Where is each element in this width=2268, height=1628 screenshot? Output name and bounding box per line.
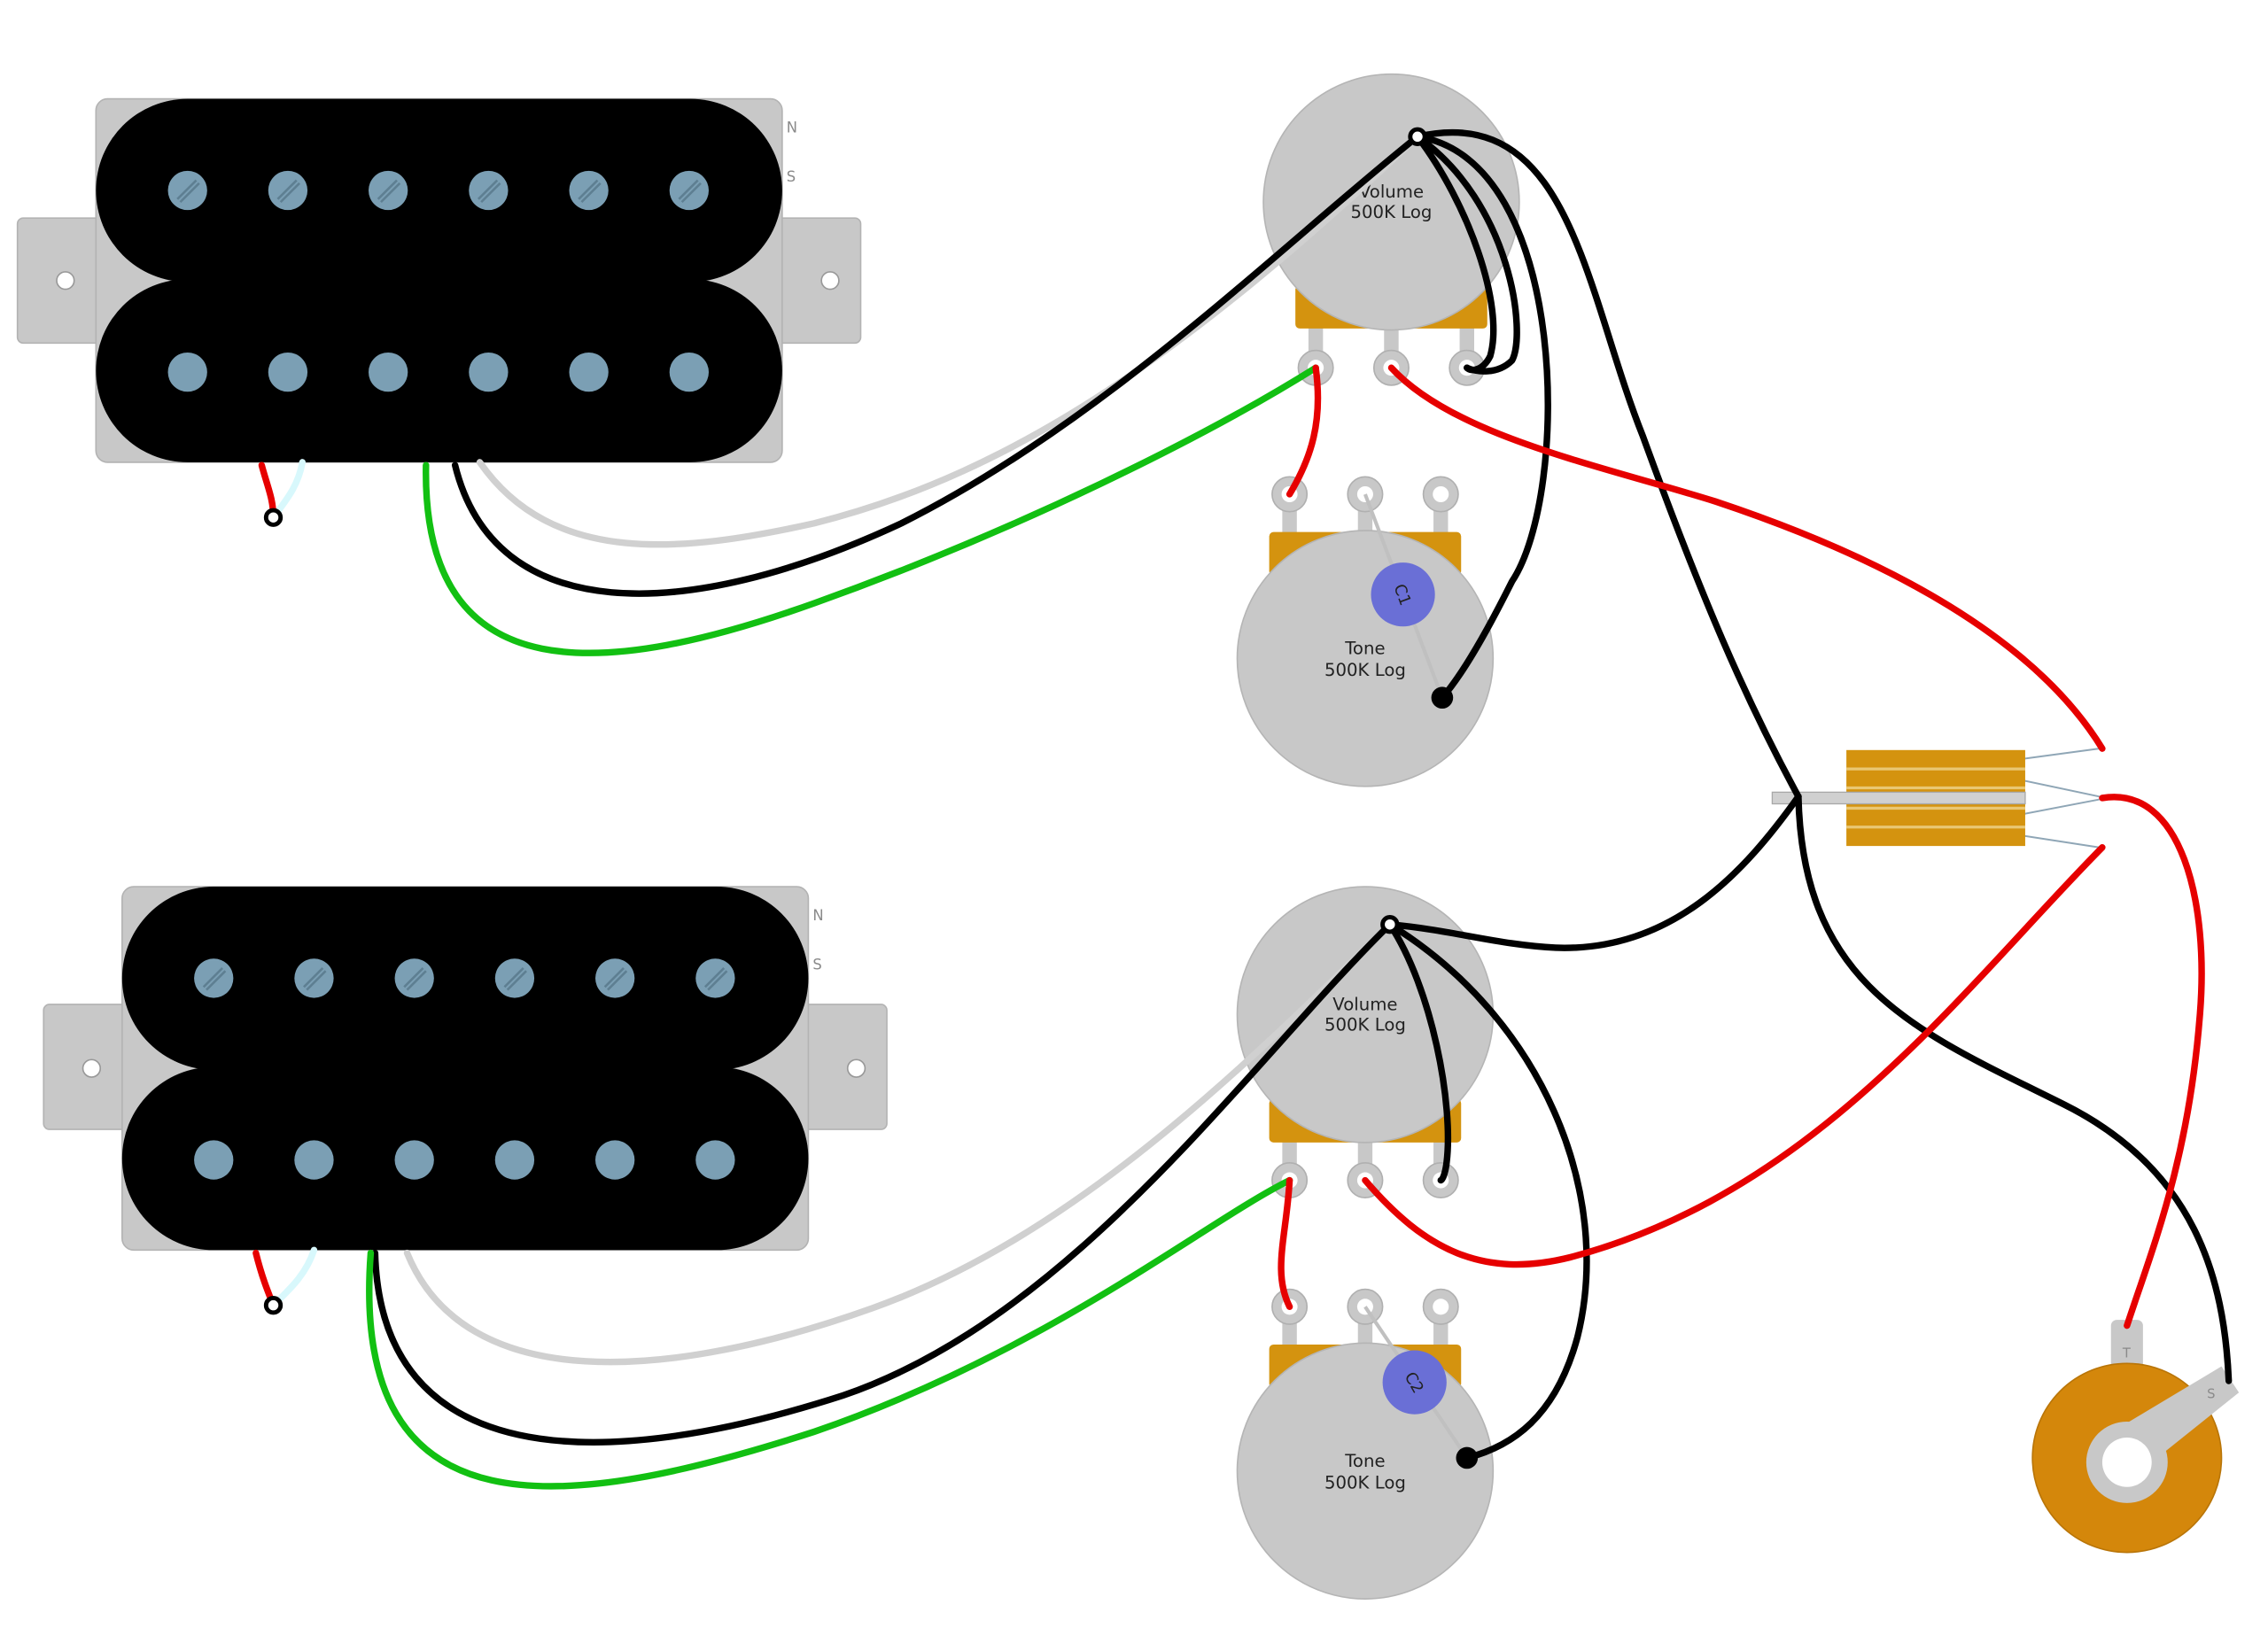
wire-black-neck-pickup	[451, 133, 1421, 597]
pot-value: 500K Log	[1324, 660, 1406, 680]
wire-black-vol1-to-tone1	[1414, 133, 1551, 702]
capacitor-c2: C2	[1363, 1306, 1469, 1460]
pickup-coil-north	[96, 98, 782, 283]
toggle-switch	[1771, 748, 2100, 849]
wire-white-bridge-pickup	[403, 921, 1394, 1366]
wire-junction	[263, 508, 284, 527]
wire-black-ground-loop	[1386, 921, 1452, 1184]
jack-tip-label: T	[2122, 1346, 2132, 1361]
pickup-north-label: N	[787, 119, 797, 136]
pickup-mount-tab-right	[798, 1004, 888, 1130]
capacitor-c1: C1	[1363, 493, 1444, 699]
pot-value: 500K Log	[1324, 1015, 1406, 1035]
wire-red-vol2-to-switch	[1362, 844, 2106, 1268]
jack-sleeve-label: S	[2207, 1387, 2215, 1402]
pickup-neck: N S	[16, 97, 862, 463]
wire-red-vol1-to-tone1	[1285, 364, 1322, 498]
output-jack: T S	[2031, 1320, 2240, 1554]
pickup-mount-tab-right	[773, 217, 862, 345]
pickup-south-label: S	[812, 957, 821, 973]
wire-green-neck-pickup	[423, 364, 1319, 656]
wire-junction	[263, 1296, 284, 1315]
pot-name: Tone	[1344, 638, 1385, 658]
wire-red-vol2-to-tone2	[1278, 1176, 1293, 1310]
wire-black-switch-to-jack	[1795, 793, 2233, 1384]
wire-bare-bridge-pickup	[269, 1246, 318, 1309]
wire-black-vol1-to-switch	[1414, 128, 1802, 800]
switch-shaft	[1771, 791, 2026, 805]
pot-lug-tab	[1282, 1136, 1297, 1169]
pickup-coil-north	[121, 887, 809, 1070]
solder-point	[1431, 686, 1454, 709]
pickup-coil-south	[96, 279, 782, 462]
pot-name: Volume	[1332, 995, 1397, 1015]
pot-body	[1262, 73, 1520, 331]
pot-lug-tab	[1357, 1136, 1373, 1169]
wire-white-neck-pickup	[476, 133, 1421, 548]
solder-point	[1456, 1446, 1479, 1469]
pot-lug-tab	[1308, 322, 1324, 355]
wire-black-vol2-to-tone2	[1386, 921, 1590, 1461]
tone-pot-bridge: Tone 500K Log	[1236, 1288, 1495, 1600]
pot-value: 500K Log	[1324, 1472, 1406, 1492]
pot-name: Tone	[1344, 1451, 1385, 1471]
wire-black-ground-loop	[1414, 133, 1520, 375]
pot-value: 500K Log	[1351, 202, 1433, 222]
pot-lugs	[1271, 1288, 1459, 1325]
pickup-south-label: S	[787, 168, 796, 185]
pickup-bridge: N S	[43, 886, 888, 1252]
wire-black-bridge-pickup	[371, 921, 1394, 1446]
wire-red-vol1-to-switch	[1387, 364, 2106, 752]
pickup-coil-south	[121, 1066, 809, 1251]
wire-junction	[1408, 127, 1427, 146]
pot-name: Volume	[1359, 182, 1424, 202]
wire-junction	[1380, 915, 1400, 934]
pickup-north-label: N	[812, 907, 823, 924]
pot-lug-tab	[1459, 322, 1474, 355]
volume-pot-neck: Volume 500K Log	[1262, 73, 1520, 386]
tone-pot-neck: Tone 500K Log	[1236, 476, 1495, 787]
wire-green-bridge-pickup	[366, 1176, 1293, 1490]
pot-lug-tab	[1384, 322, 1399, 355]
wire-black-vol2-to-switch	[1386, 793, 1802, 951]
wire-red-switch-to-jack	[2099, 794, 2205, 1330]
